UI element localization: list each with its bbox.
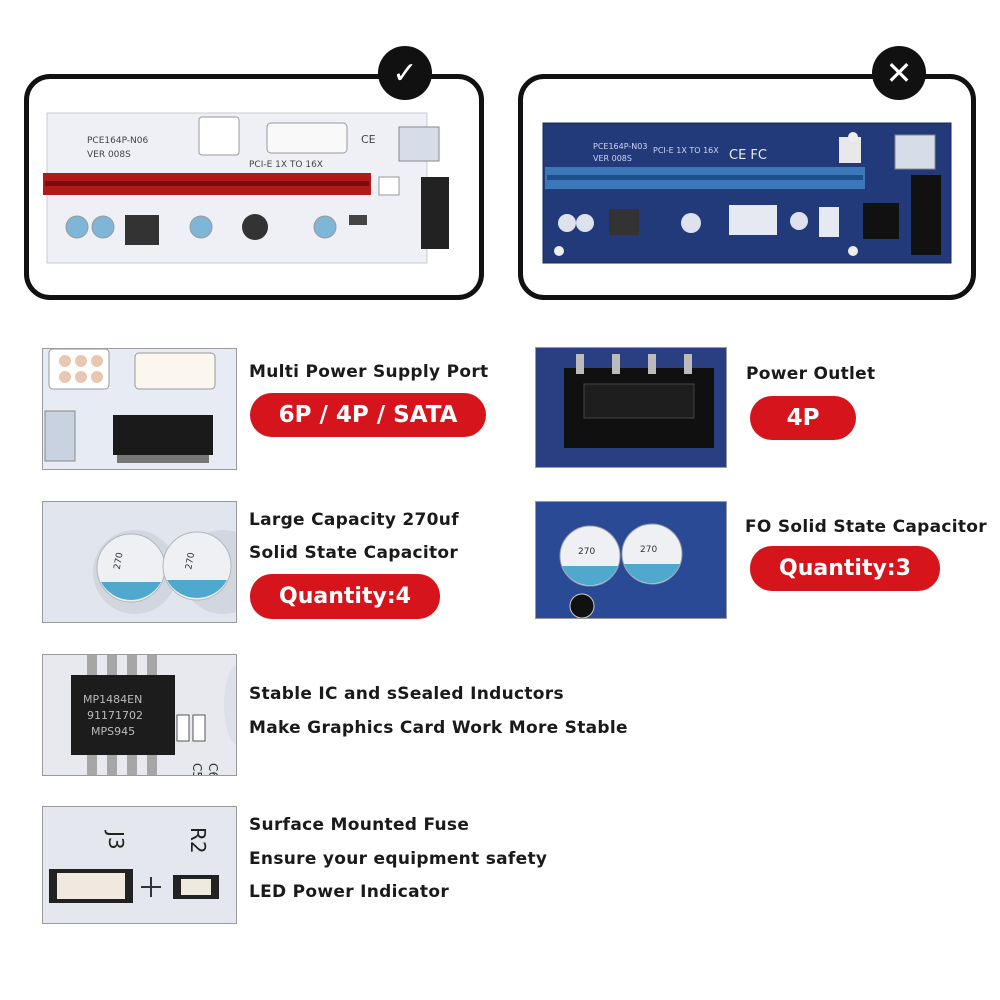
cap-label-c6: C6 — [206, 763, 220, 776]
pcb-model-text: PCE164P-N03 — [593, 142, 647, 151]
fo-capacitor-image: 270 270 — [535, 501, 727, 619]
white-riser-board-image: PCE164P-N06 VER 008S PCI-E 1X TO 16X CE — [43, 112, 449, 264]
power-port-badge: 6P / 4P / SATA — [250, 393, 486, 437]
fuse-line-3: LED Power Indicator — [249, 882, 450, 902]
svg-text:270: 270 — [640, 545, 657, 555]
fuse-label-r2: R2 — [186, 827, 210, 854]
pcb-pcie-text: PCI-E 1X TO 16X — [653, 146, 719, 155]
stable-ic-line-2: Make Graphics Card Work More Stable — [249, 718, 628, 738]
chip-marking-2: 91171702 — [87, 709, 143, 722]
large-capacitor-title-1: Large Capacity 270uf — [249, 510, 459, 530]
power-outlet-image — [535, 347, 727, 468]
stable-ic-line-1: Stable IC and sSealed Inductors — [249, 684, 564, 704]
good-board-frame: PCE164P-N06 VER 008S PCI-E 1X TO 16X CE — [24, 74, 484, 300]
large-capacitor-image: 270 270 — [42, 501, 237, 623]
fuse-label-j3: J3 — [104, 829, 128, 850]
power-port-image — [42, 348, 237, 470]
blue-riser-board-image: PCE164P-N03 VER 008S PCI-E 1X TO 16X CE … — [542, 122, 952, 264]
svg-text:270: 270 — [184, 551, 197, 570]
pcb-ce-text: CE — [361, 133, 376, 146]
fuse-line-1: Surface Mounted Fuse — [249, 815, 470, 835]
power-outlet-title: Power Outlet — [746, 364, 876, 384]
large-capacitor-badge: Quantity:4 — [250, 574, 440, 619]
pcb-pcie-text: PCI-E 1X TO 16X — [249, 160, 323, 170]
chip-marking-1: MP1484EN — [83, 693, 142, 706]
svg-text:270: 270 — [578, 547, 595, 557]
stable-ic-image: MP1484EN 91171702 MPS945 C5 C6 — [42, 654, 237, 776]
cap-label-c5: C5 — [190, 763, 204, 776]
fo-capacitor-title: FO Solid State Capacitor — [745, 517, 987, 537]
fo-capacitor-badge: Quantity:3 — [750, 546, 940, 591]
svg-text:270: 270 — [113, 551, 126, 570]
x-icon: ✕ — [872, 46, 926, 100]
pcb-version-text: VER 008S — [593, 154, 632, 163]
bad-board-frame: PCE164P-N03 VER 008S PCI-E 1X TO 16X CE … — [518, 74, 976, 300]
pcb-version-text: VER 008S — [87, 150, 131, 160]
power-outlet-badge: 4P — [750, 396, 856, 440]
power-port-title: Multi Power Supply Port — [249, 362, 489, 382]
pcb-ce-text: CE FC — [729, 148, 767, 163]
fuse-image: J3 R2 — [42, 806, 237, 924]
fuse-line-2: Ensure your equipment safety — [249, 849, 548, 869]
chip-marking-3: MPS945 — [91, 725, 135, 738]
pcb-model-text: PCE164P-N06 — [87, 136, 149, 146]
checkmark-icon: ✓ — [378, 46, 432, 100]
large-capacitor-title-2: Solid State Capacitor — [249, 543, 459, 563]
